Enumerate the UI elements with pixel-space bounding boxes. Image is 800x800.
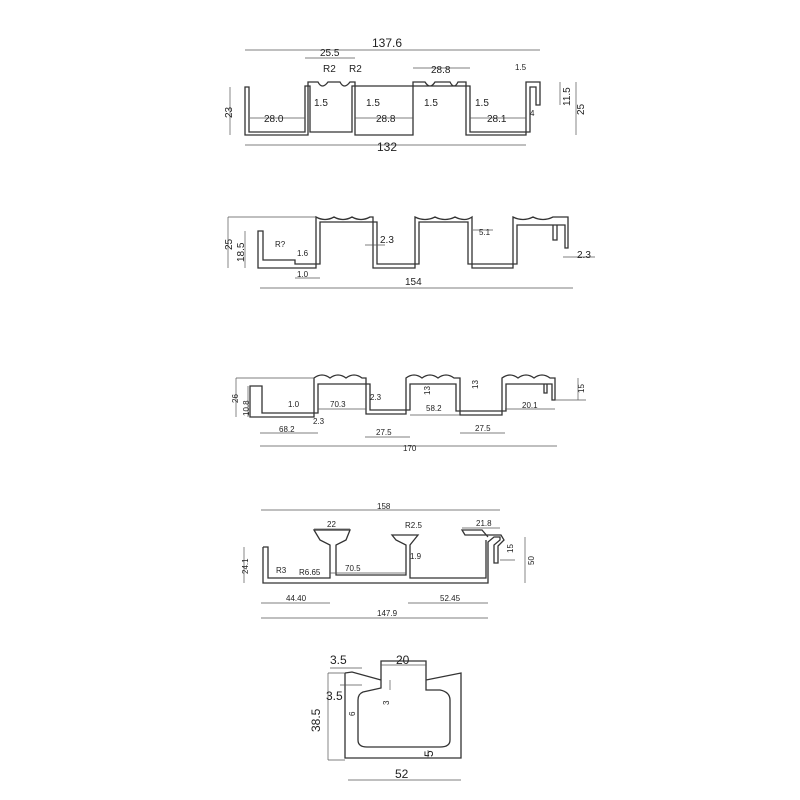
dim-web: 70.5 [345,564,361,573]
dim-t3: 1.5 [424,98,438,109]
profile-2-outline [257,215,569,269]
dim-head-1: 22 [327,520,336,529]
dim-lip: 1.5 [515,63,527,72]
profile-2-dimension-lines [227,216,595,289]
dim-height: 25 [576,103,587,115]
dim-top-width: 25.5 [320,48,340,59]
dim-lip-width: 3.5 [330,653,347,667]
dim-radius: R? [275,240,286,249]
profile-1-outline [244,81,541,136]
dim-height: 50 [527,556,536,565]
dim-overall: 154 [405,277,422,288]
profile-4: 158 22 R2.5 21.8 24.1 R3 R6.65 70.5 1.9 … [241,502,536,619]
dim-g2: 13 [471,380,480,389]
dim-tab: 4 [530,109,535,118]
dim-height-left: 23 [224,106,235,118]
profile-1-dimension-lines [229,49,577,146]
dim-t4: 1.5 [475,98,489,109]
dim-b2: 52.45 [440,594,461,603]
dim-height: 38.5 [309,708,323,732]
dim-wall-right: 2.3 [577,250,591,261]
dim-b1: 68.2 [279,425,295,434]
dim-r1: R3 [276,566,287,575]
dim-w1: 70.3 [330,400,346,409]
dim-base: 5 [422,750,436,757]
profile-2: 25 18.5 R? 1.6 1.0 2.3 5.1 2.3 154 [224,215,595,289]
dim-t1: 1.6 [297,249,309,258]
dim-r1: R2 [323,64,336,75]
dim-w3: 20.1 [522,401,538,410]
profile-3-dimension-lines [235,377,586,447]
dim-tab-height: 11.5 [562,87,573,106]
dim-ch3: 28.1 [487,114,507,125]
profile-3-outline [249,374,556,418]
dim-thickness: 1.9 [410,552,422,561]
dim-r2: R6.65 [299,568,321,577]
dim-step: 3 [382,700,391,705]
profile-5-outline [344,660,462,759]
dim-bottom: 147.9 [377,609,398,618]
dim-tab-height: 15 [577,384,586,393]
dim-t2: 1.0 [297,270,309,279]
dim-w2: 58.2 [426,404,442,413]
dim-t1: 1.5 [314,98,328,109]
profile-1: 137.6 25.5 R2 R2 28.8 1.5 23 28.0 1.5 1.… [224,36,587,154]
dim-groove: 5.1 [479,228,491,237]
dim-t1: 1.0 [288,400,300,409]
dim-t3: 2.3 [313,417,325,426]
dim-head-3: 21.8 [476,519,492,528]
dim-overall: 170 [403,444,417,453]
dim-wall-height: 24.1 [241,558,250,574]
dim-top-width-2: 28.8 [431,65,451,76]
dim-inner-height: 10.8 [242,400,251,416]
dim-bottom: 132 [377,140,397,154]
dim-inner-height: 18.5 [236,242,247,262]
dim-t2: 1.5 [366,98,380,109]
dim-g1: 13 [423,386,432,395]
dim-lip-height: 3.5 [326,689,343,703]
dim-radius: R2.5 [405,521,422,530]
dim-ch1: 28.0 [264,114,284,125]
dim-height: 26 [231,394,240,403]
profile-4-dimension-lines [243,509,526,619]
dim-slot: 20 [396,653,410,667]
dim-b2: 27.5 [376,428,392,437]
profile-5: 3.5 20 3.5 3 6 38.5 5 52 [309,653,462,781]
dim-overall: 137.6 [372,36,402,50]
dim-ch2: 28.8 [376,114,396,125]
profile-5-dimension-lines [327,664,461,781]
dim-b3: 27.5 [475,424,491,433]
dim-r2: R2 [349,64,362,75]
dim-overall: 158 [377,502,391,511]
dim-height: 25 [224,238,235,250]
profile-3: 26 10.8 1.0 70.3 2.3 2.3 58.2 20.1 15 68… [231,374,586,453]
dim-b1: 44.40 [286,594,307,603]
dim-wall: 2.3 [380,235,394,246]
dim-wall: 6 [348,711,357,716]
dim-t2: 2.3 [370,393,382,402]
dim-width: 52 [395,767,409,781]
dim-tab-height: 15 [506,544,515,553]
profile-4-outline [262,529,505,584]
